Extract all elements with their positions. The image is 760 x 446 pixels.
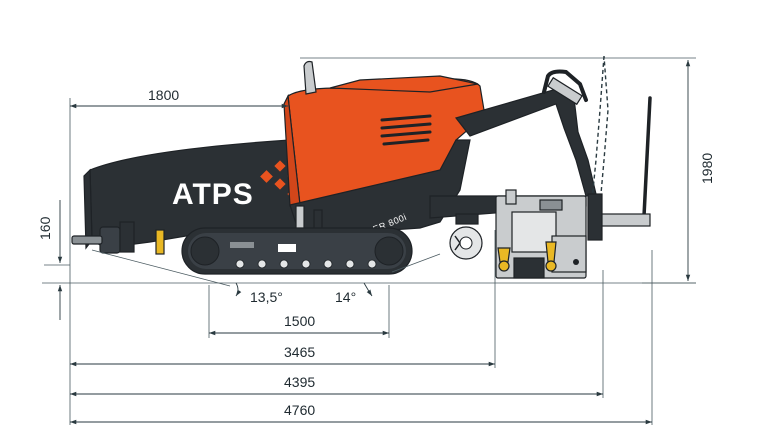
control-lever (642, 96, 652, 218)
dimension-lines (57, 60, 691, 425)
push-bar (71, 235, 103, 245)
exhaust-pipe (303, 60, 317, 95)
approach-angles (91, 249, 441, 297)
dim-length-total: 4760 (284, 402, 315, 418)
dim-angle-front: 14° (335, 289, 356, 305)
raised-arm-outline (591, 55, 609, 207)
reference-lines (42, 57, 696, 425)
dim-angle-rear: 13,5° (250, 289, 283, 305)
hopper-lip (83, 168, 93, 250)
dim-top-length: 1800 (148, 87, 179, 103)
dim-track-length: 1500 (284, 313, 315, 329)
dim-length-1: 3465 (284, 344, 315, 360)
screed-cranks (497, 241, 557, 272)
crawler-track (181, 227, 413, 275)
dim-left-height: 160 (37, 216, 53, 240)
dimension-labels: 1800 1980 160 13,5° 14° 1500 3465 4395 4… (37, 87, 715, 418)
vent-slats (380, 114, 432, 146)
paver-machine: ATPS SUPER 800i (71, 55, 652, 279)
dim-height: 1980 (699, 153, 715, 184)
seat-frame (542, 69, 588, 102)
push-roller (99, 226, 121, 254)
dim-length-2: 4395 (284, 374, 315, 390)
logo-text: ATPS (172, 178, 254, 211)
